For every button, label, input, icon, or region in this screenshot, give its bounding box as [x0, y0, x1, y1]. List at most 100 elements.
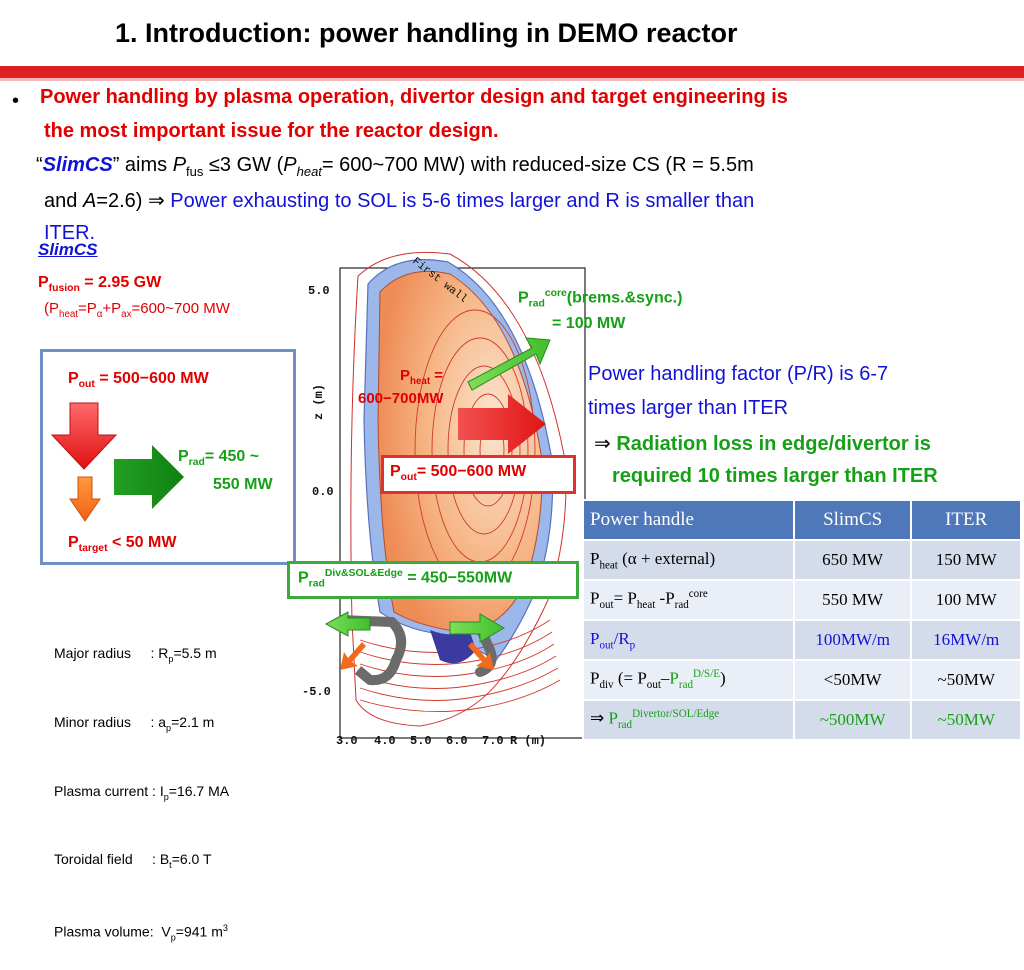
- fig-praddiv-sup: Div&SOL&Edge: [324, 568, 403, 579]
- bullet-line-1: Power handling by plasma operation, dive…: [40, 86, 788, 108]
- x-tick-3: 5.0: [410, 734, 432, 748]
- param-plasma-volume: Plasma volume: Vp=941 m3: [54, 923, 228, 943]
- green-line-2: required 10 times larger than ITER: [612, 465, 938, 487]
- ax-sub: ax: [121, 309, 132, 320]
- pheat-val: =600~700 MW: [131, 300, 230, 317]
- x-axis-label: R (m): [510, 734, 546, 748]
- box-green-arrow: [114, 445, 184, 509]
- fig-pradcore-label: Pradcore(brems.&sync.): [518, 288, 682, 310]
- fig-praddiv-label: PradDiv&SOL&Edge = 450−550MW: [298, 568, 512, 590]
- slide-title: 1. Introduction: power handling in DEMO …: [115, 18, 738, 48]
- pfusion-p: P: [38, 274, 49, 291]
- box-arrows: [50, 402, 184, 522]
- x-tick-4: 6.0: [446, 734, 468, 748]
- pheat-sub: heat: [296, 164, 322, 179]
- power-table: Power handle SlimCS ITER Pheat (α + exte…: [582, 499, 1022, 741]
- y-tick-3: -5.0: [302, 685, 331, 699]
- cell-slimcs: ~500MW: [792, 699, 913, 741]
- cell-iter: ~50MW: [910, 659, 1022, 701]
- table-header-row: Power handle SlimCS ITER: [582, 499, 1022, 541]
- pheat-rest: = 600~700 MW) with reduced-size CS (R = …: [321, 154, 754, 176]
- x-tick-5: 7.0: [482, 734, 504, 748]
- row-label-pheat: Pheat (α + external): [582, 539, 795, 581]
- slimcs-name: SlimCS: [42, 154, 113, 176]
- pout-arrow: [458, 394, 546, 454]
- x-tick-1: 3.0: [336, 734, 358, 748]
- p-var: P: [172, 154, 187, 176]
- y-tick-2: 0.0: [312, 485, 334, 499]
- box-ptarget-p: P: [68, 534, 79, 551]
- factor-line-1: Power handling factor (P/R) is 6-7: [588, 363, 889, 385]
- fig-praddiv-p: P: [298, 569, 309, 587]
- header-power-handle: Power handle: [582, 499, 795, 541]
- fig-pradcore-text: (brems.&sync.): [566, 289, 683, 307]
- param-minor-radius: Minor radius : ap=2.1 m: [54, 713, 215, 733]
- fig-praddiv-sub: rad: [308, 578, 325, 590]
- alpha-sub: α: [96, 309, 103, 320]
- box-pout-sub: out: [78, 379, 95, 391]
- cell-iter: 16MW/m: [910, 619, 1022, 661]
- fig-pradcore-sub: rad: [528, 298, 545, 310]
- aims-text: ” aims: [112, 154, 173, 176]
- pfusion-label: Pfusion = 2.95 GW: [38, 274, 161, 294]
- header-iter: ITER: [910, 499, 1022, 541]
- table-row: Pdiv (= Pout–PradD/S/E) <50MW ~50MW: [582, 659, 1022, 701]
- box-pout-val: = 500−600 MW: [94, 370, 209, 387]
- pheat-mid: =P: [78, 300, 97, 317]
- implies-arrow: ⇒: [594, 433, 617, 455]
- param-plasma-current: Plasma current : Ip=16.7 MA: [54, 782, 230, 802]
- slimcs-heading: SlimCS: [38, 240, 98, 259]
- power-exhaust-text: Power exhausting to SOL is 5-6 times lar…: [170, 190, 755, 212]
- pheat-var: P: [283, 154, 297, 176]
- fig-pheat-sub: heat: [410, 376, 431, 387]
- quote-open: “: [36, 154, 43, 176]
- pheat-formula: (Pheat=Pα+Pax=600~700 MW: [44, 300, 230, 320]
- factor-line-2: times larger than ITER: [588, 397, 789, 419]
- table-row: Pheat (α + external) 650 MW 150 MW: [582, 539, 1022, 581]
- cell-slimcs: 100MW/m: [792, 619, 913, 661]
- cell-slimcs: 550 MW: [792, 579, 913, 621]
- row-label-prad-div: ⇒ PradDivertor/SOL/Edge: [582, 699, 795, 741]
- fig-pout-val: = 500−600 MW: [416, 463, 527, 480]
- a-rest: =2.6) ⇒: [96, 190, 171, 212]
- bullet-marker: •: [12, 90, 20, 112]
- plus-p: +P: [102, 300, 122, 317]
- box-red-arrow: [50, 402, 118, 470]
- a-var: A: [82, 190, 97, 212]
- box-prad-p: P: [178, 448, 189, 465]
- plasma-parameters: Major radius : Rp=5.5 m Minor radius : a…: [54, 601, 229, 970]
- y-tick-1: 5.0: [308, 284, 330, 298]
- fig-pheat-p: P: [400, 367, 411, 384]
- pheat-p: P: [49, 300, 60, 317]
- aspect-ratio-line: and A=2.6) ⇒ Power exhausting to SOL is …: [44, 188, 754, 213]
- row-label-pout-rp: Pout/Rp: [582, 619, 795, 661]
- row-label-pout: Pout= Pheat -Pradcore: [582, 579, 795, 621]
- divertor-inner: [339, 615, 407, 686]
- fig-pheat-eq: =: [430, 367, 444, 384]
- box-prad: Prad= 450 ~: [178, 448, 259, 468]
- y-axis-label: z (m): [312, 384, 326, 420]
- div-right-orange: [468, 642, 494, 670]
- box-prad-val2: 550 MW: [213, 476, 273, 493]
- pfusion-sub: fusion: [48, 283, 80, 295]
- row-label-pdiv: Pdiv (= Pout–PradD/S/E): [582, 659, 795, 701]
- title-divider-shade: [0, 78, 1024, 81]
- box-prad-val: = 450 ~: [204, 448, 260, 465]
- pfusion-val: = 2.95 GW: [79, 274, 162, 291]
- header-slimcs: SlimCS: [792, 499, 913, 541]
- div-left-orange: [340, 642, 366, 670]
- div-right-arrow: [449, 613, 505, 643]
- param-toroidal-field: Toroidal field : Bt=6.0 T: [54, 851, 212, 871]
- pheat-sub: heat: [59, 309, 78, 320]
- iter-end: ITER.: [44, 222, 96, 244]
- table-row: Pout/Rp 100MW/m 16MW/m: [582, 619, 1022, 661]
- pout-box: [381, 455, 576, 494]
- green-text-1: Radiation loss in edge/divertor is: [616, 433, 931, 455]
- box-prad-sub: rad: [188, 457, 205, 469]
- table-row: Pout= Pheat -Pradcore 550 MW 100 MW: [582, 579, 1022, 621]
- fig-pradcore-sup: core: [544, 288, 567, 299]
- prad-core-arrow: [467, 337, 551, 391]
- fig-praddiv-val: = 450−550MW: [402, 569, 513, 587]
- cell-iter: ~50MW: [910, 699, 1022, 741]
- x-point: [430, 630, 476, 664]
